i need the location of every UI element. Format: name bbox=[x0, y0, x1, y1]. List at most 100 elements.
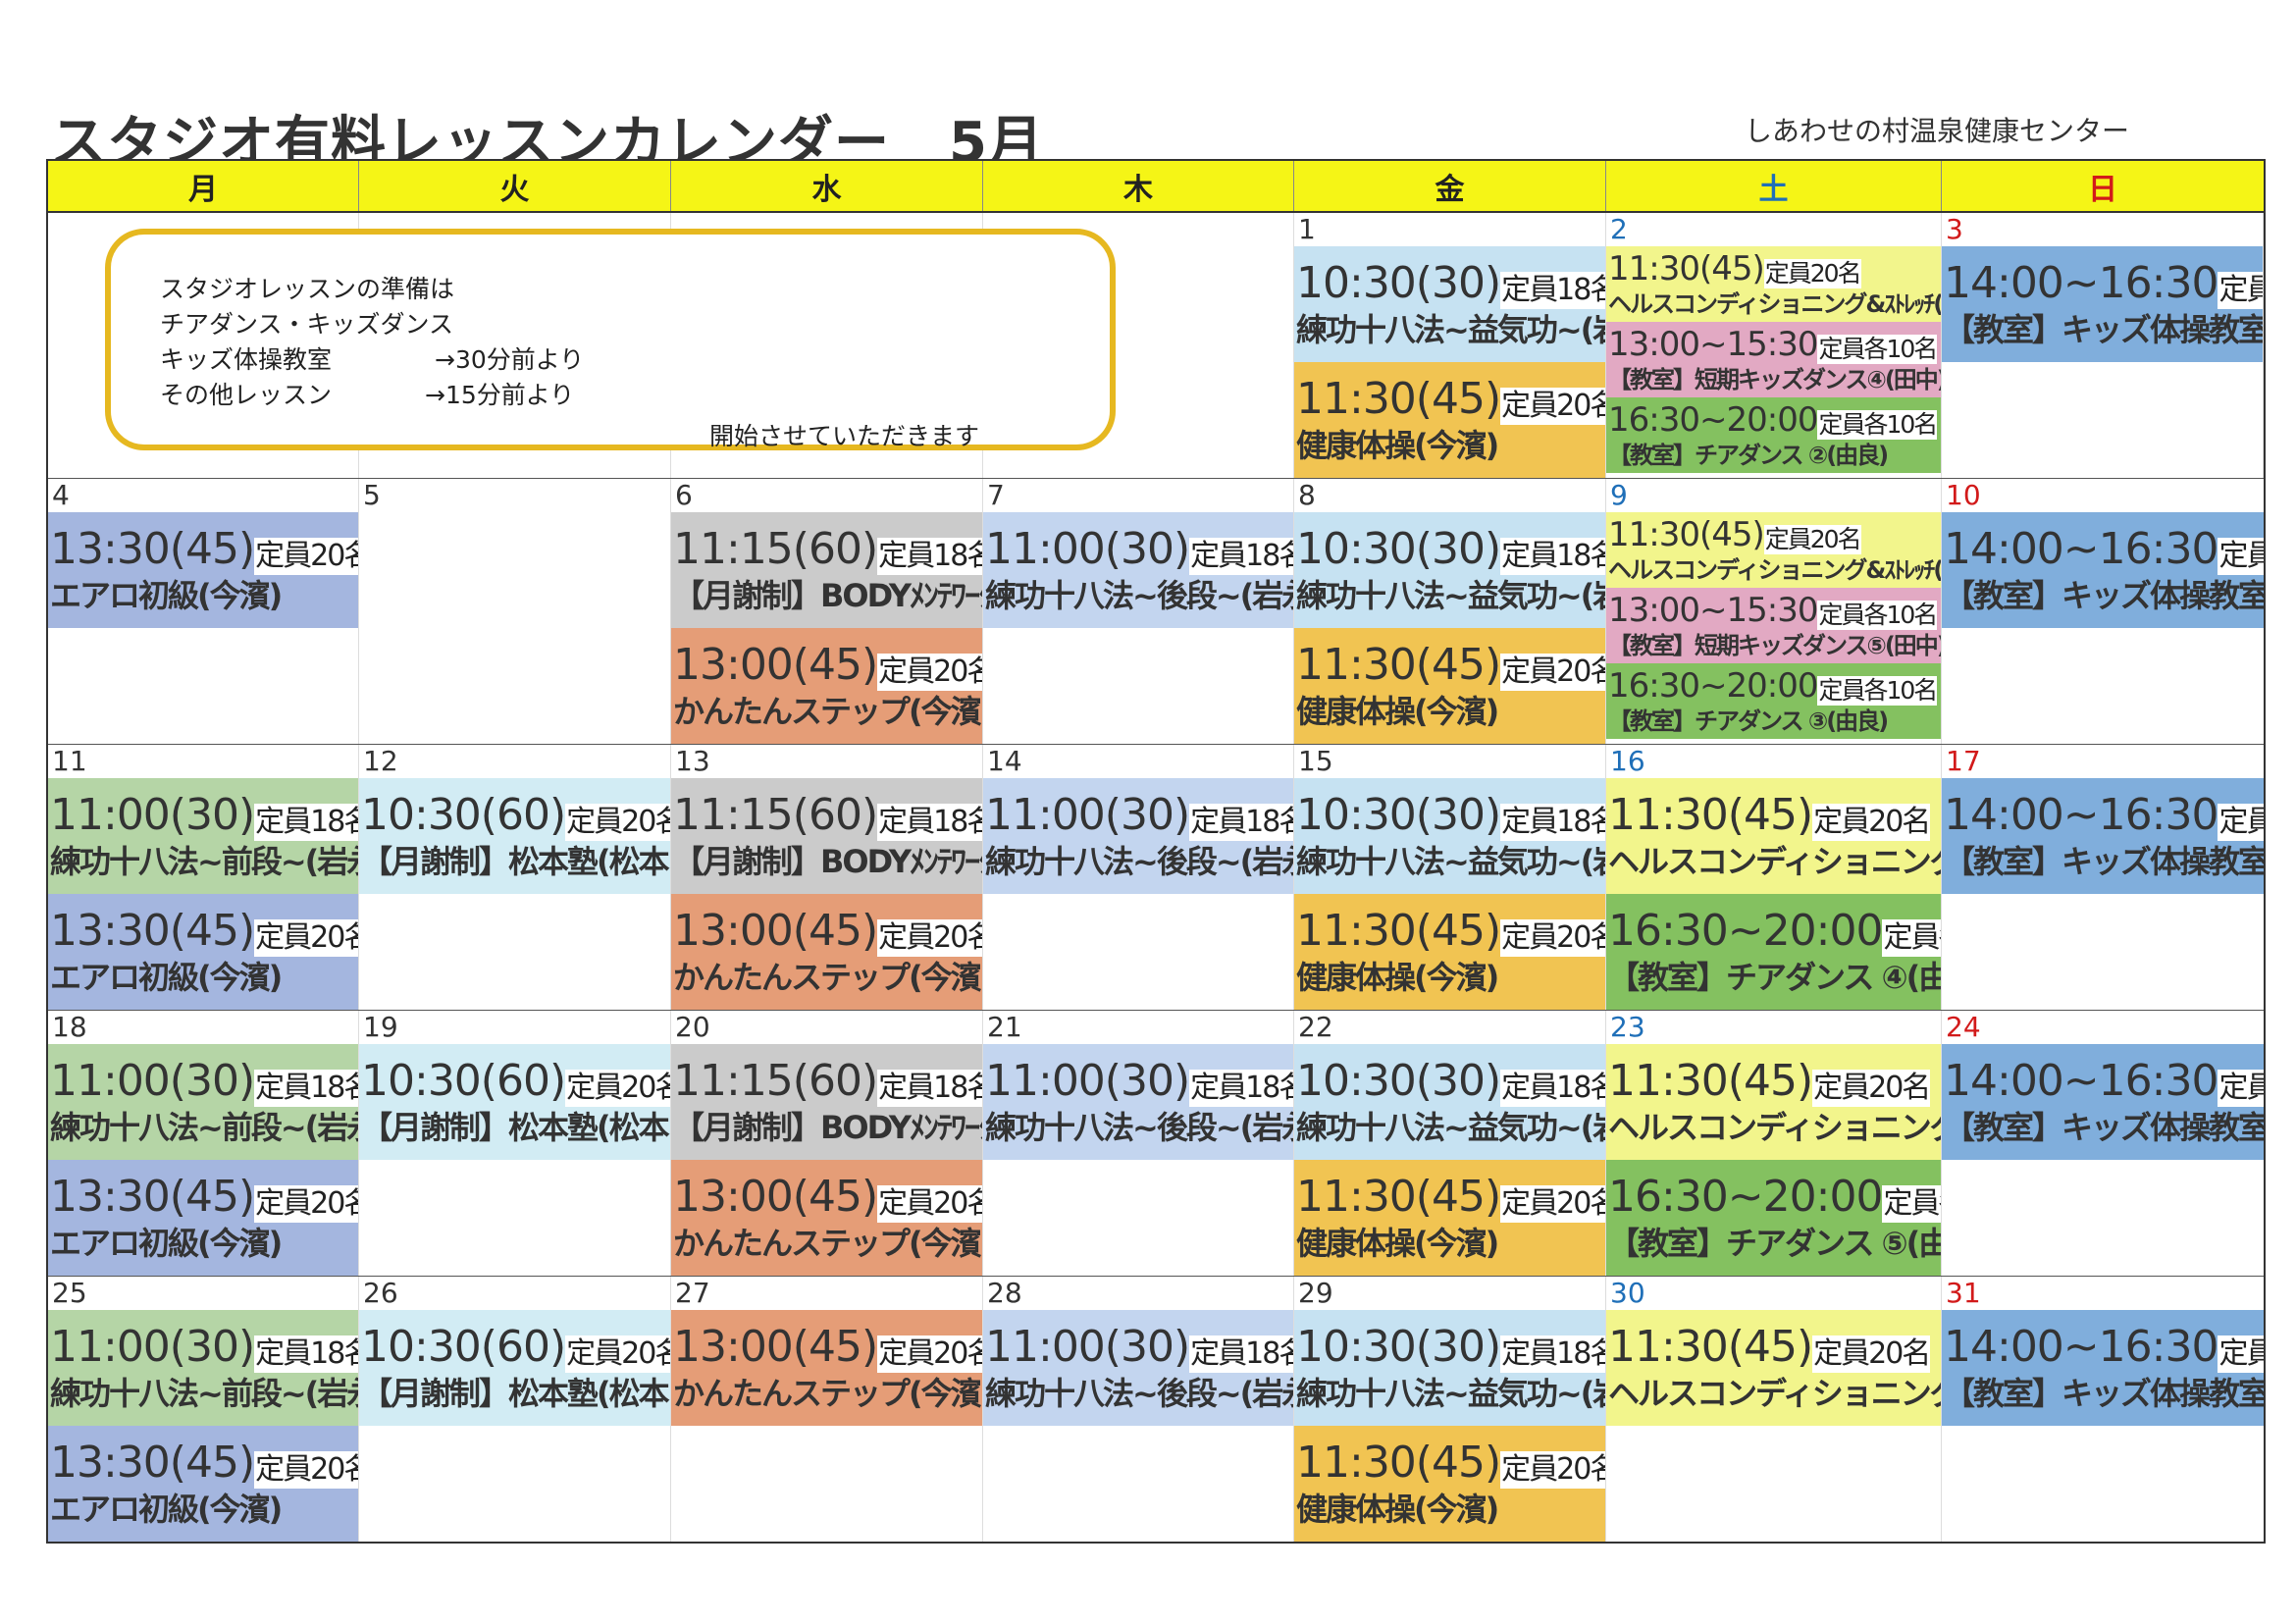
lesson-time: 11:00(30) bbox=[985, 524, 1190, 574]
lesson-name: 【教室】キッズ体操教室(畑中) bbox=[1944, 577, 2264, 614]
lesson-capacity: 定員18名 bbox=[877, 804, 982, 841]
day-number: 30 bbox=[1610, 1277, 1645, 1309]
lesson-capacity: 定員20名 bbox=[877, 1185, 982, 1223]
lesson-name: かんたんステップ(今濱) bbox=[673, 959, 982, 996]
lesson-time: 10:30(30) bbox=[1296, 790, 1501, 840]
lesson-capacity: 定員20名 bbox=[877, 654, 982, 691]
lesson-block: 11:00(30)定員18名練功十八法~前段~(岩永) bbox=[48, 778, 358, 894]
lesson-time: 14:00~16:30 bbox=[1944, 524, 2218, 574]
lesson-block: 11:15(60)定員18名【月謝制】BODYﾒﾝﾃﾜｰｸ(酒井) bbox=[671, 778, 982, 894]
lesson-name: 健康体操(今濱) bbox=[1296, 1491, 1499, 1528]
lesson-name: 【教室】チアダンス ⑤(由良) bbox=[1608, 1225, 1941, 1262]
lesson-time: 13:00(45) bbox=[673, 1172, 878, 1222]
lesson-name: ヘルスコンディショニング&ｽﾄﾚｯﾁ(今濱) bbox=[1608, 843, 1941, 880]
notice-box: スタジオレッスンの準備はチアダンス・キッズダンスキッズ体操教室→30分前よりその… bbox=[105, 229, 1116, 450]
calendar-day: 911:30(45)定員20名ヘルスコンディショニング&ｽﾄﾚｯﾁ(今濱)13:… bbox=[1606, 479, 1942, 744]
notice-line4b: →15分前より bbox=[425, 381, 575, 409]
day-number: 12 bbox=[363, 745, 398, 777]
lesson-block: 13:30(45)定員20名エアロ初級(今濱) bbox=[48, 512, 358, 628]
lesson-capacity: 定員20名 bbox=[1500, 654, 1605, 691]
weekday-sun: 日 bbox=[2088, 172, 2117, 207]
lesson-name: 【教室】キッズ体操教室(畑中) bbox=[1944, 311, 2263, 348]
lesson-block: 11:15(60)定員18名【月謝制】BODYﾒﾝﾃﾜｰｸ(酒井) bbox=[671, 1044, 982, 1160]
lesson-capacity: 定員20名 bbox=[1812, 1335, 1931, 1373]
lesson-name: 練功十八法~後段~(岩永) bbox=[985, 1109, 1293, 1146]
lesson-name: 【教室】チアダンス ③(由良) bbox=[1608, 707, 1889, 735]
day-number: 15 bbox=[1298, 745, 1333, 777]
lesson-time: 14:00~16:30 bbox=[1944, 790, 2218, 840]
lesson-time: 11:30(45) bbox=[1608, 248, 1765, 288]
lesson-capacity: 定員20名 bbox=[1763, 524, 1862, 554]
lesson-time: 11:30(45) bbox=[1296, 1172, 1501, 1222]
lesson-block: 11:00(30)定員18名練功十八法~前段~(岩永) bbox=[48, 1044, 358, 1160]
calendar-week: 1811:00(30)定員18名練功十八法~前段~(岩永)13:30(45)定員… bbox=[48, 1011, 2264, 1277]
lesson-time: 11:15(60) bbox=[673, 1056, 878, 1106]
day-number: 18 bbox=[52, 1011, 87, 1043]
weekday-mon: 月 bbox=[48, 161, 359, 211]
lesson-block: 11:00(30)定員18名練功十八法~後段~(岩永) bbox=[983, 1310, 1293, 1426]
lesson-capacity: 定員20名 bbox=[254, 919, 358, 957]
day-number: 29 bbox=[1298, 1277, 1333, 1309]
lesson-name: 【月謝制】松本塾(松本) bbox=[361, 1109, 670, 1146]
lesson-time: 10:30(60) bbox=[361, 1056, 566, 1106]
lesson-time: 11:30(45) bbox=[1608, 790, 1813, 840]
day-number: 17 bbox=[1946, 745, 1981, 777]
lesson-capacity: 定員各10名 bbox=[2218, 804, 2264, 841]
day-number: 27 bbox=[675, 1277, 710, 1309]
lesson-time: 11:00(30) bbox=[50, 1056, 255, 1106]
lesson-name: 練功十八法~益気功~(岩永) bbox=[1296, 311, 1605, 348]
calendar-week: 1111:00(30)定員18名練功十八法~前段~(岩永)13:30(45)定員… bbox=[48, 745, 2264, 1011]
lesson-name: 【教室】キッズ体操教室(畑中) bbox=[1944, 1375, 2264, 1412]
lesson-capacity: 定員各10名 bbox=[1817, 409, 1938, 440]
lesson-capacity: 定員20名 bbox=[565, 1070, 670, 1107]
lesson-block: 11:15(60)定員18名【月謝制】BODYﾒﾝﾃﾜｰｸ(酒井) bbox=[671, 512, 982, 628]
lesson-capacity: 定員18名 bbox=[877, 1070, 982, 1107]
lesson-block: 11:00(30)定員18名練功十八法~後段~(岩永) bbox=[983, 512, 1293, 628]
lesson-name: かんたんステップ(今濱) bbox=[673, 1375, 982, 1412]
day-number: 10 bbox=[1946, 479, 1981, 511]
lesson-capacity: 定員18名 bbox=[1189, 538, 1293, 575]
lesson-time: 13:30(45) bbox=[50, 524, 255, 574]
lesson-time: 16:30~20:00 bbox=[1608, 1172, 1883, 1222]
lesson-time: 11:00(30) bbox=[985, 1322, 1190, 1372]
lesson-name: 練功十八法~益気功~(岩永) bbox=[1296, 1375, 1605, 1412]
lesson-time: 10:30(30) bbox=[1296, 1322, 1501, 1372]
lesson-capacity: 定員各10名 bbox=[2218, 272, 2263, 309]
lesson-block: 11:30(45)定員20名健康体操(今濱) bbox=[1294, 1160, 1605, 1276]
lesson-block: 11:30(45)定員20名健康体操(今濱) bbox=[1294, 1426, 1605, 1542]
lesson-name: 【教室】短期キッズダンス⑤(田中) bbox=[1608, 631, 1941, 659]
lesson-name: 【教室】チアダンス ④(由良) bbox=[1608, 959, 1941, 996]
calendar-week: 110:30(30)定員18名練功十八法~益気功~(岩永)11:30(45)定員… bbox=[48, 213, 2264, 479]
lesson-capacity: 定員20名 bbox=[254, 538, 358, 575]
calendar-day: 2011:15(60)定員18名【月謝制】BODYﾒﾝﾃﾜｰｸ(酒井)13:00… bbox=[671, 1011, 983, 1276]
day-number: 7 bbox=[987, 479, 1005, 511]
lesson-time: 10:30(30) bbox=[1296, 1056, 1501, 1106]
lesson-name: 【月謝制】BODYﾒﾝﾃﾜｰｸ(酒井) bbox=[673, 1109, 982, 1146]
lesson-block: 11:00(30)定員18名練功十八法~後段~(岩永) bbox=[983, 1044, 1293, 1160]
lesson-block: 13:30(45)定員20名エアロ初級(今濱) bbox=[48, 1426, 358, 1542]
lesson-capacity: 定員各10名 bbox=[2218, 538, 2264, 575]
notice-line4a: その他レッスン bbox=[160, 381, 333, 409]
day-number: 20 bbox=[675, 1011, 710, 1043]
calendar-day: 611:15(60)定員18名【月謝制】BODYﾒﾝﾃﾜｰｸ(酒井)13:00(… bbox=[671, 479, 983, 744]
lesson-name: かんたんステップ(今濱) bbox=[673, 693, 982, 730]
lesson-capacity: 定員各10名 bbox=[2218, 1070, 2264, 1107]
day-number: 21 bbox=[987, 1011, 1022, 1043]
calendar-day: 2511:00(30)定員18名練功十八法~前段~(岩永)13:30(45)定員… bbox=[48, 1277, 359, 1542]
lesson-name: エアロ初級(今濱) bbox=[50, 959, 283, 996]
lesson-time: 16:30~20:00 bbox=[1608, 399, 1818, 440]
lesson-name: 【月謝制】松本塾(松本) bbox=[361, 1375, 670, 1412]
lesson-block: 13:00(45)定員20名かんたんステップ(今濱) bbox=[671, 1310, 982, 1426]
day-number: 16 bbox=[1610, 745, 1645, 777]
calendar-week: 413:30(45)定員20名エアロ初級(今濱)5611:15(60)定員18名… bbox=[48, 479, 2264, 745]
notice-line3b: →30分前より bbox=[435, 345, 585, 374]
lesson-time: 13:30(45) bbox=[50, 1438, 255, 1488]
